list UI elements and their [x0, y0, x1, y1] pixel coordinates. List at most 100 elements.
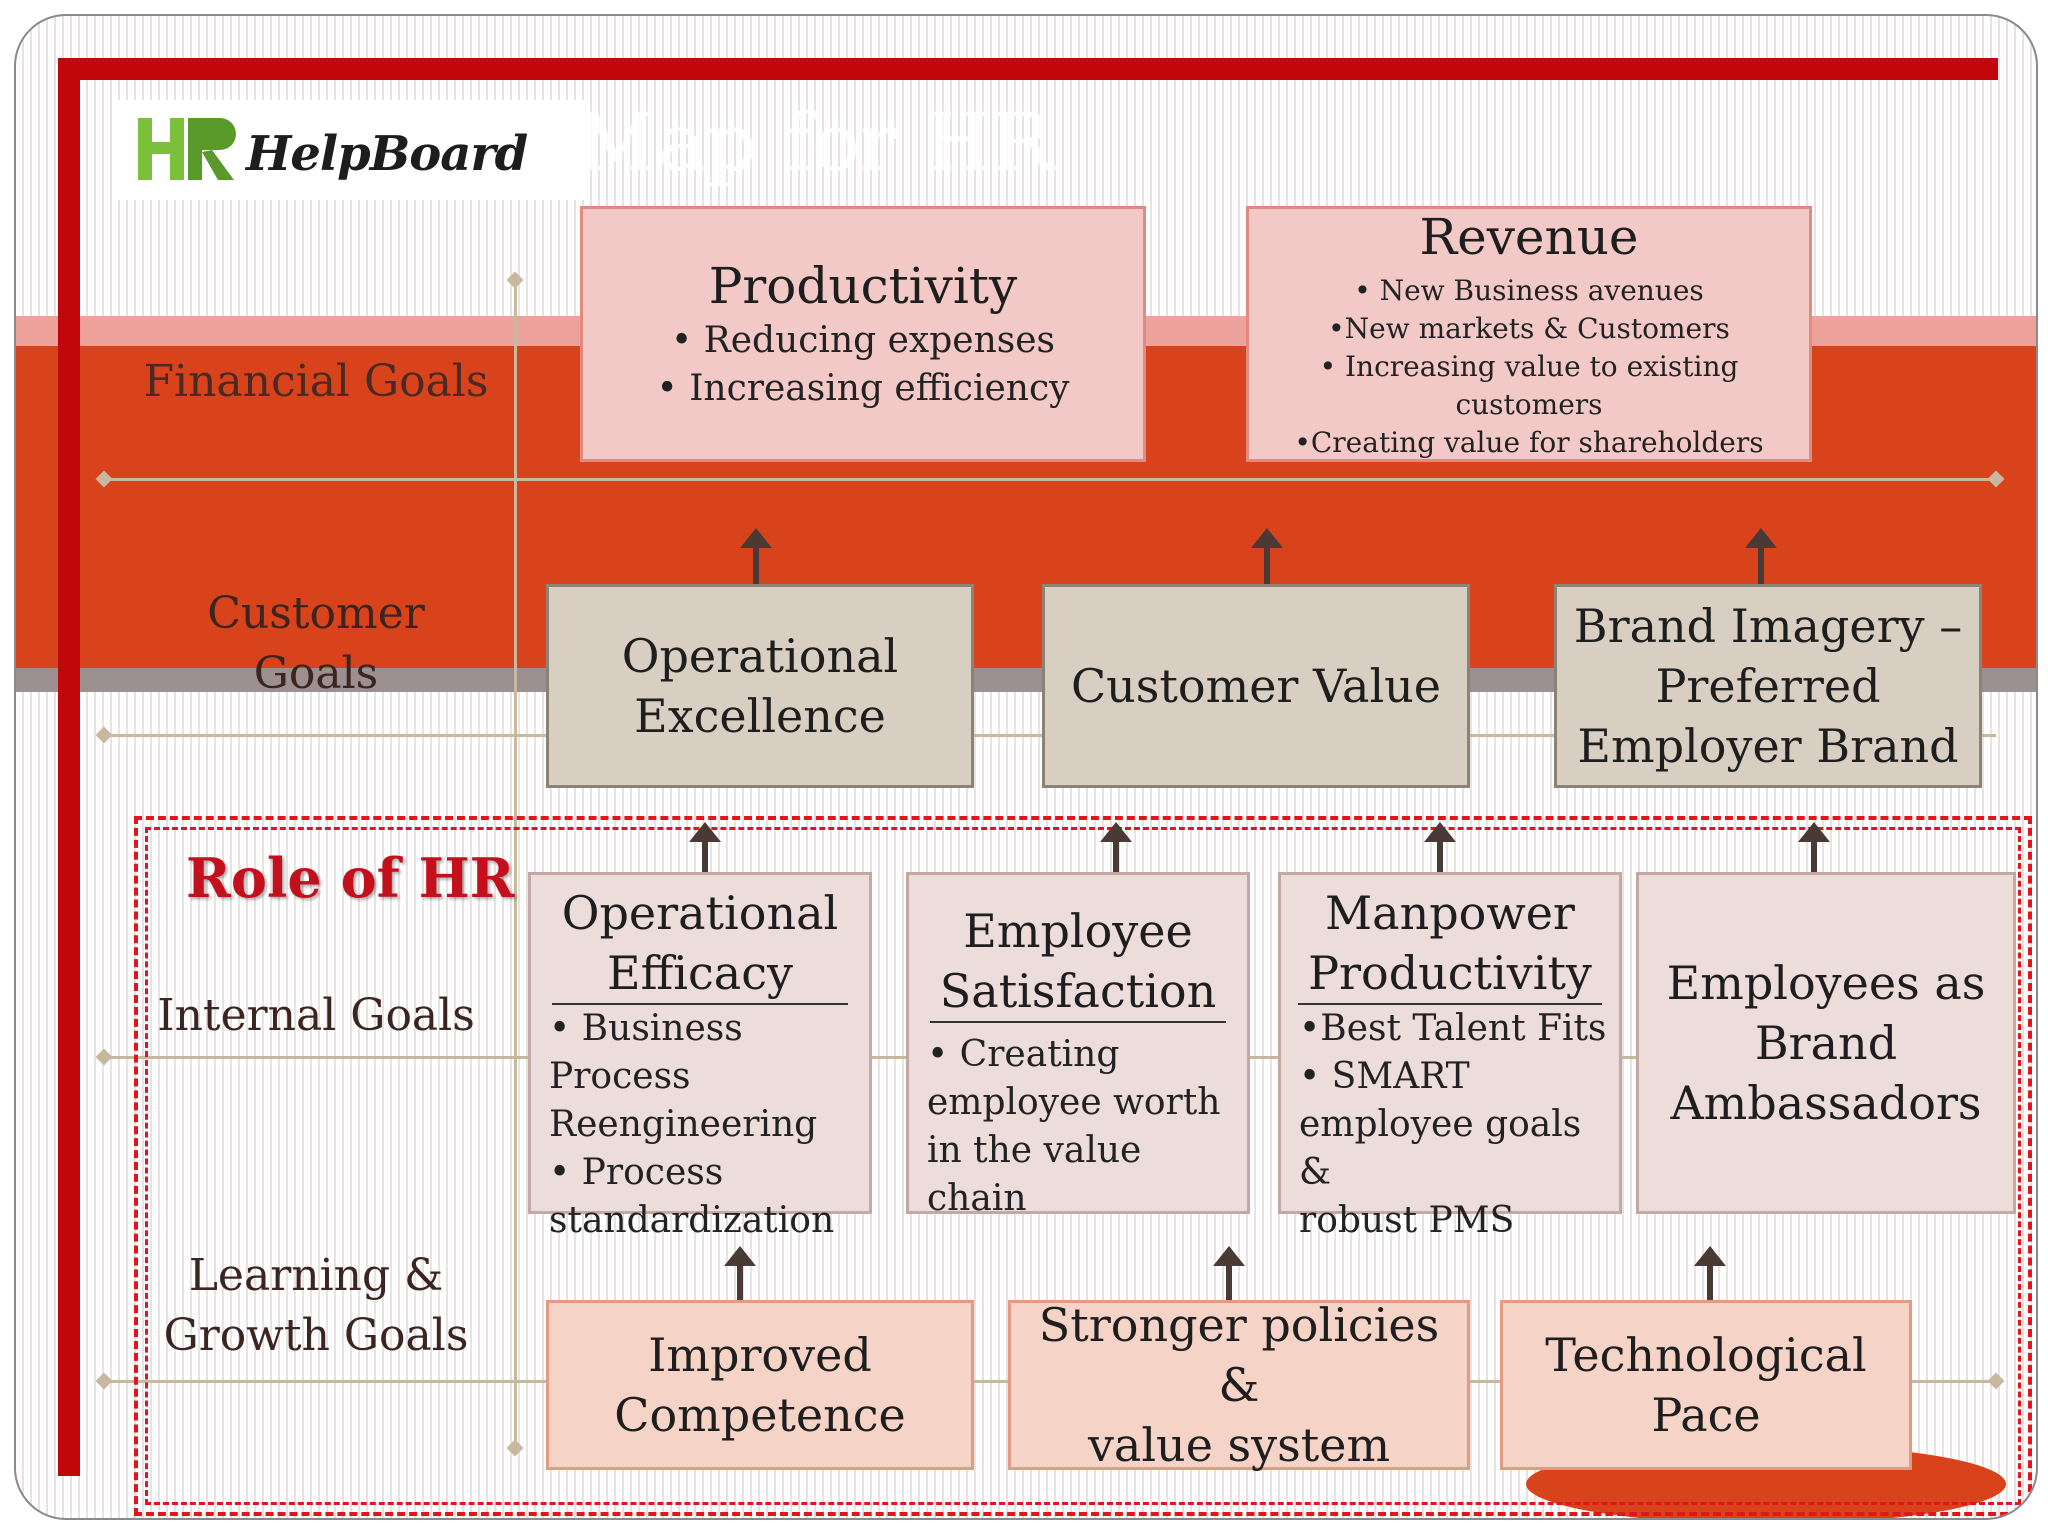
box-employee-satisfaction-title-line: Satisfaction [939, 964, 1217, 1018]
box-employees-ambassadors: Employees as Brand Ambassadors [1636, 872, 2016, 1214]
box-technological-pace-line: Technological [1545, 1328, 1867, 1382]
box-stronger-policies-line: Stronger policies & [1038, 1298, 1440, 1412]
axis-diamond [95, 1048, 113, 1066]
box-revenue-bullet: •New markets & Customers [1328, 312, 1730, 345]
box-operational-efficacy-title-line: Operational [561, 886, 839, 940]
box-productivity-bullet: • Increasing efficiency [656, 368, 1070, 409]
box-manpower-productivity-bullets: •Best Talent Fits • SMART employee goals… [1281, 1005, 1619, 1245]
box-productivity: Productivity • Reducing expenses • Incre… [580, 206, 1146, 462]
box-manpower-productivity: Manpower Productivity •Best Talent Fits … [1278, 872, 1622, 1241]
box-revenue-bullet: • Increasing value to existing customers [1319, 350, 1739, 421]
box-operational-excellence-line: Excellence [634, 689, 886, 743]
bullet-line: • Creating [927, 1034, 1120, 1075]
box-employee-satisfaction: Employee Satisfaction • Creating employe… [906, 872, 1250, 1219]
bullet-line: Reengineering [549, 1104, 818, 1145]
row-label-customer: Customer Goals [116, 584, 516, 704]
box-operational-excellence-line: Operational [621, 629, 899, 683]
hr-role-region [134, 816, 2032, 1516]
row-label-learning: Learning & Growth Goals [116, 1246, 516, 1366]
arrow-up-icon [1251, 528, 1283, 548]
role-of-hr-heading: Role of HR [186, 846, 515, 910]
box-improved-competence-line: Competence [614, 1388, 906, 1442]
axis-diamond [95, 1372, 113, 1390]
box-brand-imagery-line: Brand Imagery – [1573, 599, 1963, 653]
box-revenue-bullet: •Creating value for shareholders [1294, 426, 1764, 459]
bullet-line: employee goals & [1299, 1104, 1582, 1193]
slide: HelpBoard Map for HR Financial Goals Cus… [14, 14, 2038, 1520]
row-label-internal: Internal Goals [116, 986, 516, 1046]
arrow-up-icon [1213, 1246, 1245, 1266]
box-customer-value-text: Customer Value [1070, 659, 1442, 713]
box-operational-efficacy-bullets: • Business Process Reengineering • Proce… [531, 1005, 869, 1245]
box-brand-imagery-line: Employer Brand [1577, 719, 1959, 773]
box-employees-ambassadors-line: Employees as [1666, 956, 1986, 1010]
arrow-shaft [1758, 546, 1764, 600]
box-operational-efficacy-title-line: Efficacy [607, 946, 793, 1000]
box-stronger-policies: Stronger policies & value system [1008, 1298, 1470, 1472]
box-manpower-productivity-title-line: Productivity [1308, 946, 1592, 1000]
arrow-up-icon [1694, 1246, 1726, 1266]
arrow-shaft [753, 546, 759, 600]
bullet-line: in the value chain [927, 1130, 1142, 1219]
box-productivity-title: Productivity [708, 257, 1018, 315]
arrow-up-icon [1424, 822, 1456, 842]
box-revenue-title: Revenue [1419, 208, 1639, 266]
box-employee-satisfaction-bullets: • Creating employee worth in the value c… [909, 1031, 1247, 1223]
arrow-up-icon [1798, 822, 1830, 842]
arrow-shaft [737, 1266, 743, 1316]
box-improved-competence-line: Improved [648, 1328, 872, 1382]
box-improved-competence: Improved Competence [546, 1300, 974, 1470]
box-brand-imagery-line: Preferred [1655, 659, 1881, 713]
bullet-line: employee worth [927, 1082, 1221, 1123]
row-label-financial-text: Financial Goals [143, 356, 489, 407]
row-label-learning-line1: Learning & [188, 1250, 444, 1301]
bullet-line: standardization [549, 1200, 835, 1241]
arrow-up-icon [740, 528, 772, 548]
bullet-line: • Process [549, 1152, 724, 1193]
box-technological-pace-line: Pace [1651, 1388, 1761, 1442]
box-manpower-productivity-title-line: Manpower [1325, 886, 1575, 940]
arrow-shaft [1811, 842, 1817, 888]
slide-title-ghost: Map for HR [576, 96, 1054, 189]
arrow-shaft [1264, 546, 1270, 600]
row-label-customer-line2: Goals [253, 648, 379, 699]
box-operational-efficacy: Operational Efficacy • Business Process … [528, 872, 872, 1241]
axis-diamond [506, 271, 524, 289]
box-employee-satisfaction-title-line: Employee [963, 904, 1193, 958]
vertical-axis-line [514, 278, 517, 1450]
box-brand-imagery: Brand Imagery – Preferred Employer Brand [1554, 584, 1982, 788]
arrow-up-icon [724, 1246, 756, 1266]
box-manpower-productivity-title: Manpower Productivity [1298, 883, 1602, 1005]
axis-diamond [95, 726, 113, 744]
hr-logo-mark [138, 118, 236, 180]
box-employees-ambassadors-line: Ambassadors [1670, 1076, 1982, 1130]
arrow-shaft [1437, 842, 1443, 888]
box-employees-ambassadors-line: Brand [1754, 1016, 1898, 1070]
box-technological-pace: Technological Pace [1500, 1300, 1912, 1470]
arrow-up-icon [1100, 822, 1132, 842]
row-label-customer-line1: Customer [207, 588, 425, 639]
row-label-internal-text: Internal Goals [157, 990, 475, 1041]
box-revenue-bullet: • New Business avenues [1354, 274, 1704, 307]
box-productivity-bullet: • Reducing expenses [670, 320, 1056, 361]
row-label-learning-line2: Growth Goals [163, 1310, 469, 1361]
box-revenue: Revenue • New Business avenues •New mark… [1246, 206, 1812, 462]
red-frame-left [58, 58, 80, 1476]
bullet-line: robust PMS [1299, 1200, 1515, 1241]
box-employee-satisfaction-title: Employee Satisfaction [929, 901, 1227, 1023]
box-operational-efficacy-title: Operational Efficacy [551, 883, 849, 1005]
arrow-shaft [1113, 842, 1119, 888]
logo-text: HelpBoard [246, 126, 528, 182]
divider-financial-customer [106, 478, 1996, 481]
arrow-up-icon [689, 822, 721, 842]
bullet-line: • Business Process [549, 1008, 743, 1097]
bullet-line: • SMART [1299, 1056, 1470, 1097]
box-customer-value: Customer Value [1042, 584, 1470, 788]
row-label-financial: Financial Goals [116, 352, 516, 412]
arrow-shaft [1226, 1266, 1232, 1316]
arrow-shaft [702, 842, 708, 888]
arrow-shaft [1707, 1266, 1713, 1316]
arrow-up-icon [1745, 528, 1777, 548]
bullet-line: •Best Talent Fits [1299, 1008, 1607, 1049]
red-frame-top [58, 58, 1998, 80]
